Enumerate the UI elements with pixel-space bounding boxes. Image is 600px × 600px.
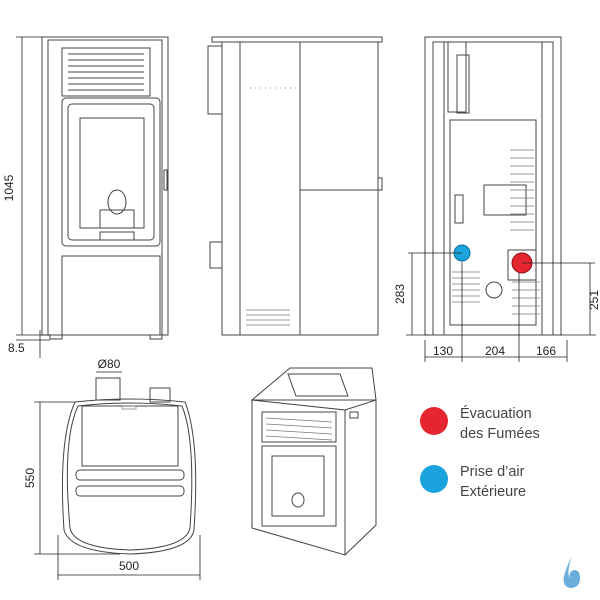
between-outlets-label: 204 — [485, 344, 505, 358]
air-inlet-color-dot — [420, 465, 448, 493]
exhaust-color-dot — [420, 407, 448, 435]
air-inlet-label-line2: Extérieure — [460, 484, 527, 500]
exhaust-height-label: 251 — [587, 290, 600, 310]
height-label: 1045 — [2, 174, 16, 201]
flue-diameter-label: Ø80 — [98, 357, 121, 371]
right-offset-label: 166 — [536, 344, 556, 358]
back-dimensions: 283 251 130 204 166 — [393, 252, 600, 362]
front-view — [41, 36, 169, 340]
top-dimensions: Ø80 550 500 — [23, 357, 201, 580]
feet-label: 8.5 — [8, 341, 25, 355]
left-offset-label: 130 — [433, 344, 453, 358]
exhaust-label-line1: Évacuation — [460, 406, 532, 422]
height-dimension: 1045 8.5 — [2, 36, 50, 358]
air-inlet-label-line1: Prise d’air — [460, 464, 525, 480]
exhaust-label-line2: des Fumées — [460, 426, 540, 442]
perspective-view — [250, 367, 377, 556]
depth-label: 550 — [23, 468, 37, 488]
air-inlet-height-label: 283 — [393, 284, 407, 304]
back-view — [424, 36, 562, 336]
top-view — [61, 377, 197, 555]
side-view — [207, 36, 383, 336]
width-label: 500 — [119, 559, 139, 573]
